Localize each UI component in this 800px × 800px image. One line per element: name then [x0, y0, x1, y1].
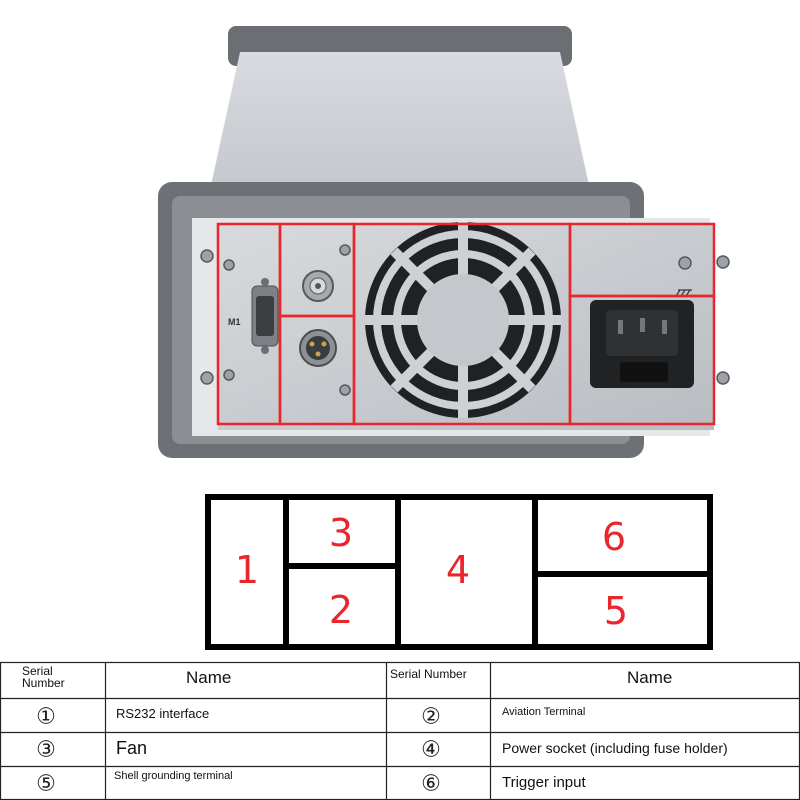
- screw: [339, 384, 351, 396]
- row-2-left-number: ③: [36, 737, 56, 763]
- fan-grille: [365, 222, 561, 418]
- row-1-left-name: RS232 interface: [116, 706, 210, 721]
- screw: [200, 371, 214, 385]
- screw: [716, 255, 730, 269]
- aviation-terminal-connector: [299, 329, 337, 367]
- header-serial-number-left: Serial Number: [22, 664, 65, 690]
- row-1-right-name: Aviation Terminal: [502, 706, 586, 718]
- header-serial-number-right: Serial Number: [390, 667, 467, 681]
- diagram-label-6: 6: [601, 515, 627, 559]
- rs232-port: [251, 278, 279, 354]
- ground-screw: [678, 256, 692, 270]
- diagram-label-4: 4: [445, 548, 471, 592]
- device-rear-panel-photo: M1: [158, 26, 730, 458]
- row-3-right-name: Trigger input: [502, 774, 586, 791]
- diagram-label-1: 1: [234, 548, 260, 592]
- row-2-left-name: Fan: [116, 738, 148, 758]
- row-3-left-number: ⑤: [36, 771, 56, 797]
- screw: [200, 249, 214, 263]
- region-diagram: [205, 494, 713, 650]
- power-socket: [590, 300, 694, 388]
- header-name-left: Name: [186, 668, 232, 687]
- bnc-connector: [302, 270, 334, 302]
- screw: [223, 369, 235, 381]
- diagram-label-2: 2: [328, 588, 354, 632]
- diagram-label-3: 3: [328, 511, 354, 555]
- row-3-right-number: ⑥: [421, 771, 441, 797]
- row-3-left-name: Shell grounding terminal: [114, 770, 233, 782]
- port-label-m1: M1: [228, 317, 241, 327]
- row-2-right-name: Power socket (including fuse holder): [502, 740, 728, 756]
- screw: [223, 259, 235, 271]
- row-2-right-number: ④: [421, 737, 441, 763]
- row-1-left-number: ①: [36, 704, 56, 730]
- case-top: [210, 52, 590, 190]
- screw: [339, 244, 351, 256]
- diagram-label-5: 5: [603, 589, 629, 633]
- row-1-right-number: ②: [421, 704, 441, 730]
- region-outlines: [216, 222, 716, 426]
- header-name-right: Name: [627, 668, 673, 687]
- screw: [716, 371, 730, 385]
- region-5-outline: [568, 294, 716, 426]
